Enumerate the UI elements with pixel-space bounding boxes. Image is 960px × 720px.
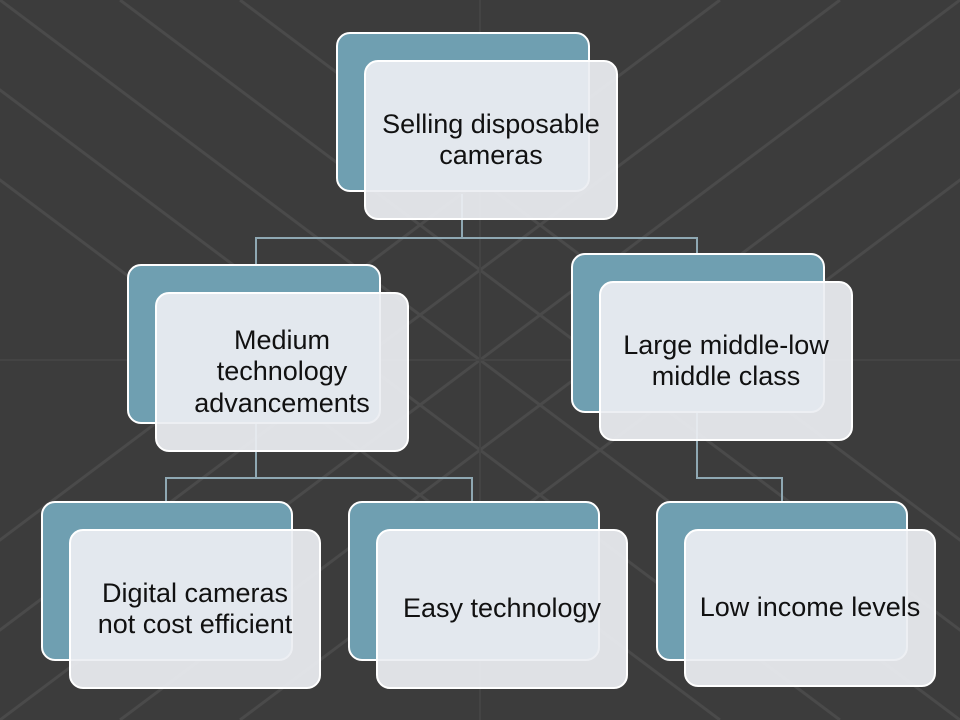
node-label: Digital cameras not cost efficient [97, 577, 293, 639]
node-front-card: Easy technology [376, 529, 628, 689]
node-front-card: Large middle-low middle class [599, 281, 853, 441]
edge-root-class [462, 237, 698, 254]
node-label: Low income levels [699, 592, 921, 623]
node-front-card: Medium technology advancements [155, 292, 409, 452]
node-label: Easy technology [402, 593, 602, 624]
node-label: Selling disposable cameras [382, 108, 600, 170]
node-front-card: Digital cameras not cost efficient [69, 529, 321, 689]
edge-tech-easy [256, 477, 473, 503]
edge-class-income [696, 412, 783, 503]
node-front-card: Selling disposable cameras [364, 60, 618, 220]
node-label: Large middle-low middle class [623, 329, 829, 391]
node-front-card: Low income levels [684, 529, 936, 687]
node-label: Medium technology advancements [194, 325, 370, 418]
